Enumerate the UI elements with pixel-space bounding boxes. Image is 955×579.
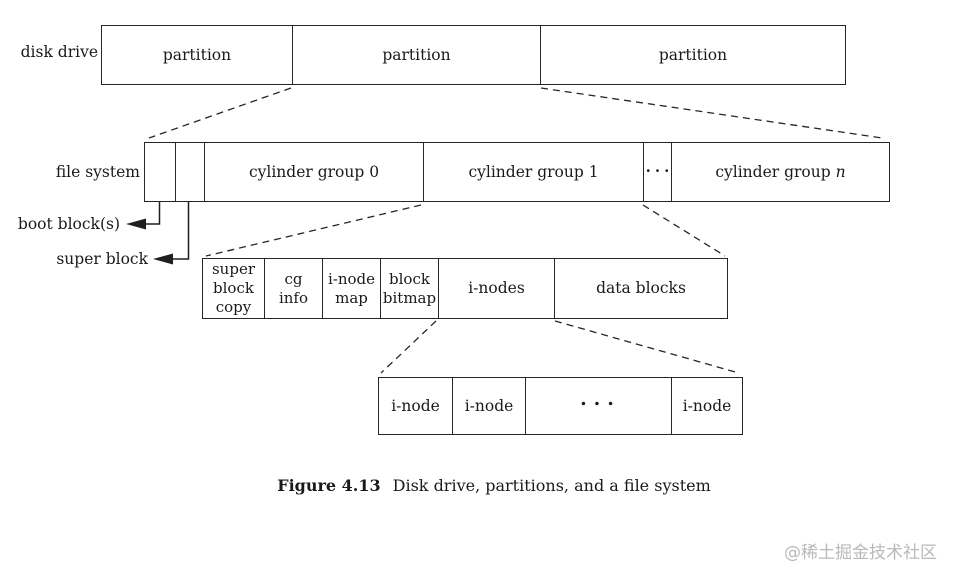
data-blocks-cell: data blocks (554, 259, 727, 318)
super-block-pointer-label: super block (56, 250, 148, 268)
inodes-cell: i-nodes (438, 259, 554, 318)
boot-block-arrowhead-icon (126, 218, 146, 230)
partition-cell-3: partition (540, 26, 845, 84)
boot-blocks-pointer-label: boot block(s) (17, 215, 120, 233)
inode-map-cell: i-node map (322, 259, 380, 318)
ellipsis-dots: ... (645, 157, 674, 176)
partition-cell-1: partition (162, 45, 232, 64)
cylinder-group-ellipsis-cell: ... (643, 143, 671, 201)
boot-block-cell (145, 143, 175, 201)
dashed-line-partition-left (148, 87, 292, 139)
partition-cell-2: partition (292, 26, 540, 84)
inode-ellipsis-cell: ... (525, 378, 671, 434)
figure-title: Disk drive, partitions, and a file syste… (392, 476, 711, 495)
dashed-line-cg1-left (205, 204, 422, 257)
cylinder-group-detail-box: super block copy cg info i-node map bloc… (202, 258, 728, 319)
file-system-box: cylinder group 0 cylinder group 1 ... cy… (144, 142, 890, 202)
ellipsis-dots: ... (580, 387, 621, 410)
inode-cell-2: i-node (452, 378, 525, 434)
figure-caption: Figure 4.13 Disk drive, partitions, and a… (254, 476, 734, 495)
inode-cell-3: i-node (671, 378, 742, 434)
cylinder-group-0-cell: cylinder group 0 (204, 143, 423, 201)
inode-cell-1: i-node (391, 396, 440, 415)
disk-drive-label: disk drive (20, 43, 98, 61)
disk-drive-box: partition partition partition (101, 25, 846, 85)
super-block-arrowhead-icon (153, 253, 173, 265)
cylinder-group-n-prefix: cylinder group (715, 162, 831, 181)
cg-info-cell: cg info (264, 259, 322, 318)
block-bitmap-cell: block bitmap (380, 259, 438, 318)
dashed-line-inodes-left (380, 320, 437, 374)
inode-table-box: i-node i-node ... i-node (378, 377, 743, 435)
file-system-label: file system (55, 163, 140, 181)
figure-number: Figure 4.13 (277, 476, 381, 495)
cylinder-group-1-cell: cylinder group 1 (423, 143, 643, 201)
super-block-copy-cell: super block copy (211, 260, 255, 316)
cylinder-group-n-cell: cylinder group n (671, 143, 889, 201)
cylinder-group-n-var: n (835, 162, 846, 181)
dashed-line-inodes-right (554, 320, 740, 374)
dashed-line-partition-right (540, 87, 883, 139)
super-block-cell (175, 143, 204, 201)
watermark: @稀土掘金技术社区 (784, 543, 937, 563)
dashed-line-cg1-right (642, 204, 726, 257)
